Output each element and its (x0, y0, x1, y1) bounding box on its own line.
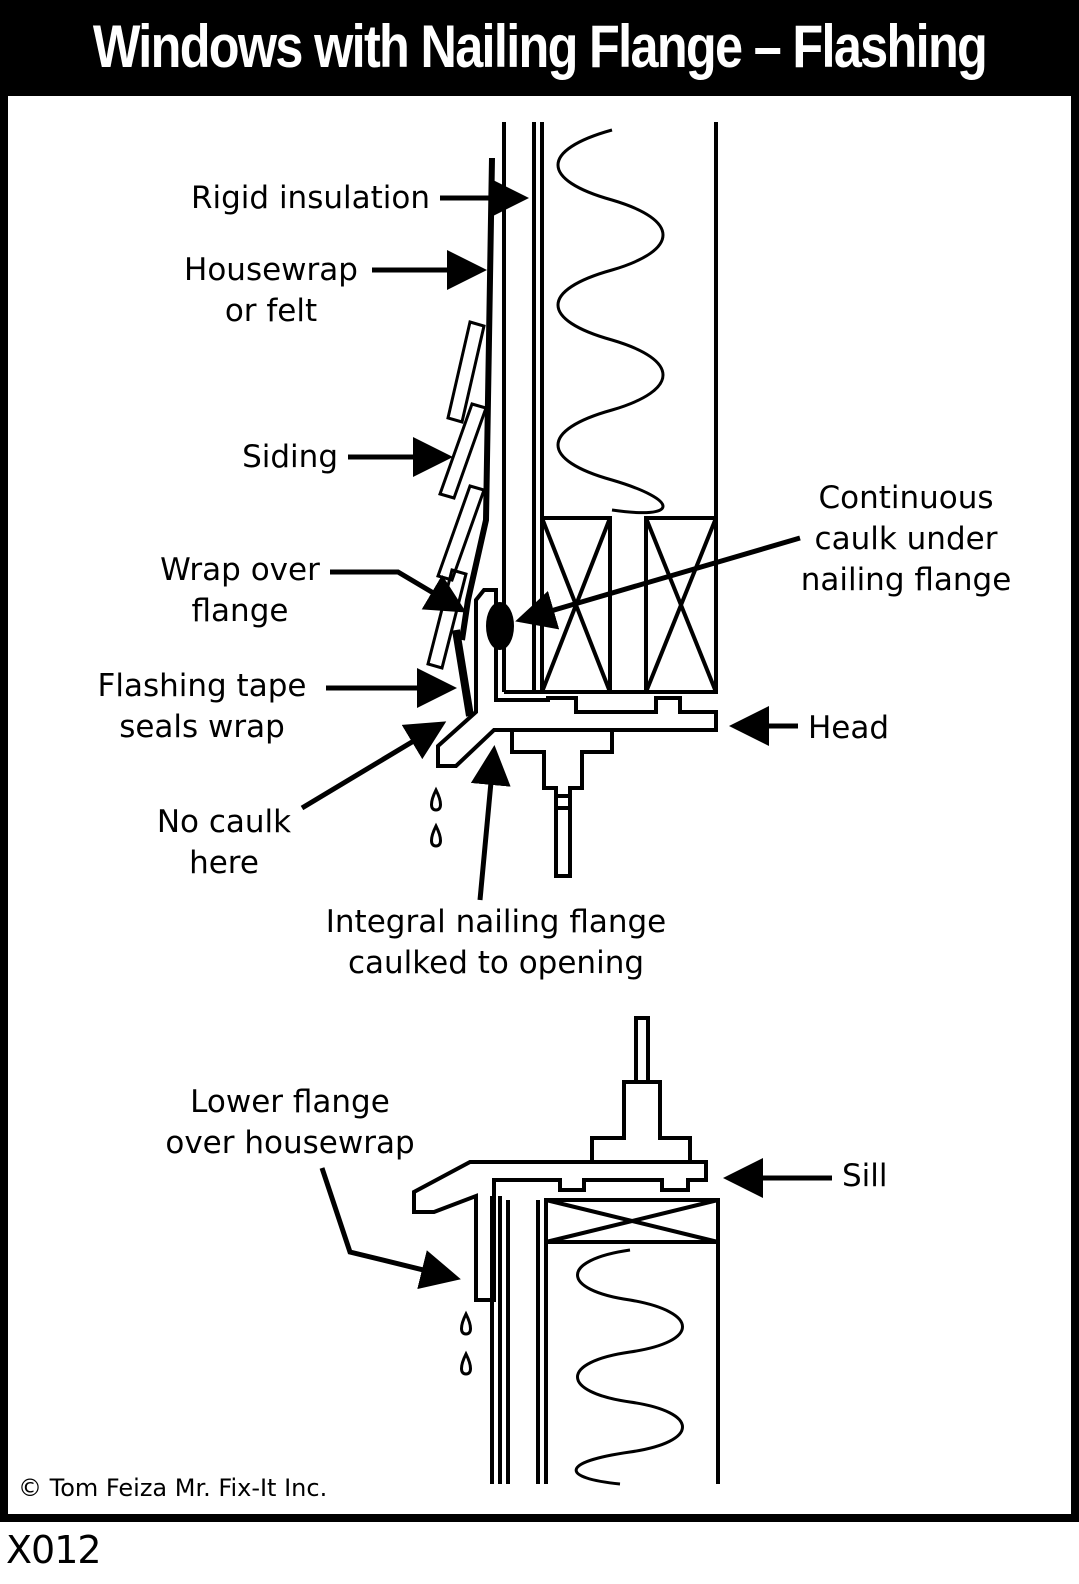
copyright-text: © Tom Feiza Mr. Fix-It Inc. (18, 1474, 328, 1502)
page-title: Windows with Nailing Flange – Flashing (92, 13, 988, 80)
water-drop-icon (460, 1350, 472, 1376)
water-drop-icon (430, 822, 442, 848)
lower-wall-framing (490, 1196, 720, 1484)
label-head: Head (808, 710, 890, 746)
title-bar (0, 0, 1079, 100)
arrow-continuous-caulk (515, 535, 801, 630)
lower-insulation-batt (574, 1248, 684, 1486)
sill-nailing-flange (412, 1160, 708, 1302)
label-siding: Siding (242, 439, 338, 475)
label-no-caulk: No caulk here (156, 804, 292, 881)
label-integral-flange: Integral nailing flange caulked to openi… (325, 904, 667, 981)
arrow-no-caulk (300, 721, 447, 811)
flashing-tape (452, 629, 474, 717)
label-lower-flange: Lower flange over housewrap (165, 1084, 415, 1161)
label-housewrap: Housewrap or felt (184, 252, 358, 329)
label-continuous-caulk: Continuous caulk under nailing flange (800, 480, 1012, 598)
caulk-bead-icon (486, 602, 514, 650)
arrow-lower-flange (319, 1167, 461, 1290)
leader-arrows (300, 178, 832, 1290)
upper-insulation-batt (556, 128, 665, 515)
arrow-wrap-over-flange (330, 569, 467, 613)
label-rigid-insulation: Rigid insulation (190, 180, 430, 216)
arrow-integral-flange (470, 745, 511, 901)
label-sill: Sill (842, 1158, 888, 1194)
water-drop-icon (430, 786, 442, 812)
label-wrap-over-flange: Wrap over flange (160, 552, 320, 629)
head-window-frame (510, 730, 614, 810)
sill-glass-stop (634, 1016, 650, 1084)
figure-code: X012 (6, 1528, 102, 1572)
label-flashing-tape: Flashing tape seals wrap (97, 668, 307, 745)
sill-window-frame (590, 1080, 692, 1164)
head-glass-stop (554, 794, 572, 878)
header-block-right (644, 516, 718, 694)
housewrap-line (459, 157, 495, 641)
water-drop-icon (460, 1310, 472, 1336)
